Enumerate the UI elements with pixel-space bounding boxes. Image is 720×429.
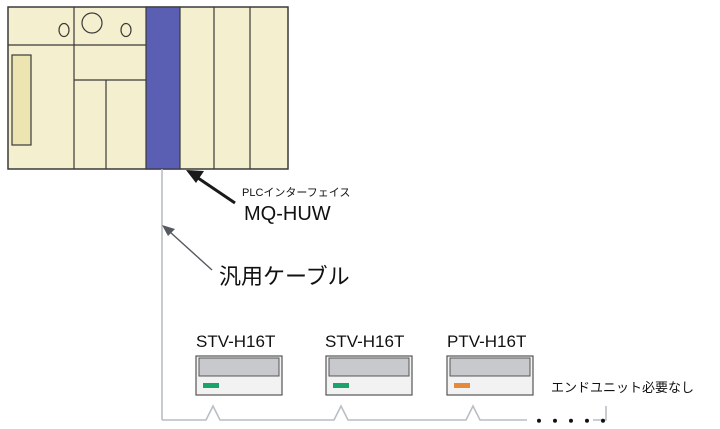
interface-model: MQ-HUW: [244, 203, 331, 225]
unit-model: PTV-H16T: [447, 332, 526, 351]
arrow-head-icon: [162, 225, 175, 236]
unit-panel: [449, 357, 531, 377]
unit-indicator: [203, 383, 219, 388]
led-icon: [120, 22, 132, 38]
plc-display: [11, 54, 32, 146]
unit-indicator: [333, 383, 349, 388]
unit-3: PTV-H16T: [446, 332, 534, 396]
rotary-switch-icon: [81, 12, 103, 34]
led-icon: [58, 22, 70, 38]
unit-2: STV-H16T: [325, 332, 413, 396]
cable-label: 汎用ケーブル: [219, 264, 350, 289]
interface-module: [145, 6, 181, 170]
unit-indicator: [454, 383, 470, 388]
end-note: エンドユニット必要なし: [551, 380, 694, 395]
unit-panel: [198, 357, 280, 377]
unit-model: STV-H16T: [325, 332, 404, 351]
cable-bus: [162, 404, 527, 421]
cable: [161, 169, 607, 421]
plc-rack: [7, 6, 289, 170]
arrow-head-icon: [186, 170, 204, 183]
arrows: [162, 170, 236, 271]
continuation-dots: ・・・・・: [531, 414, 611, 429]
cable-end: [593, 406, 607, 421]
interface-caption: PLCインターフェイス: [242, 186, 350, 199]
unit-model: STV-H16T: [196, 332, 275, 351]
unit-1: STV-H16T: [195, 332, 283, 396]
unit-panel: [328, 357, 410, 377]
